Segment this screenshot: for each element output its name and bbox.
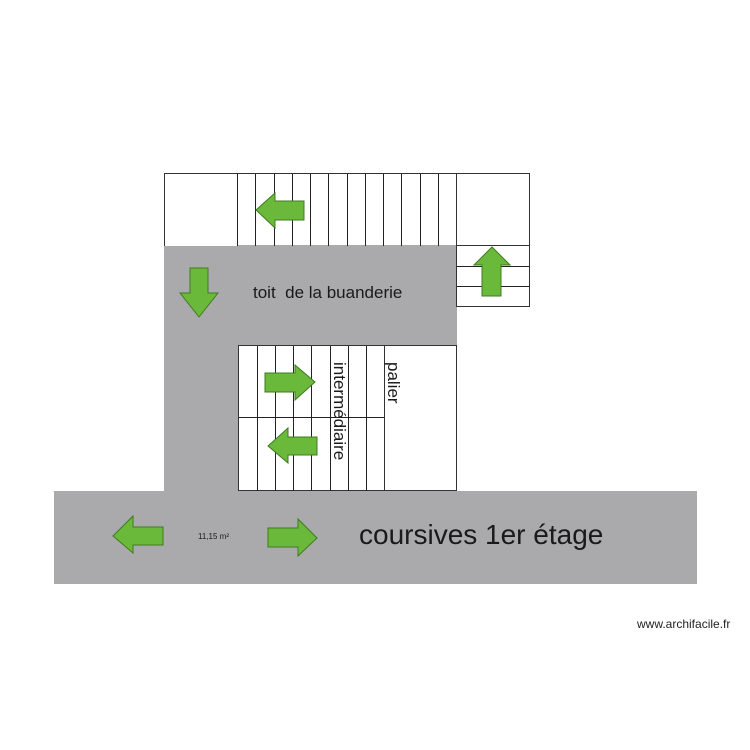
area-label: 11,15 m² <box>198 532 229 541</box>
corridor-label: coursives 1er étage <box>359 519 604 550</box>
watermark-link[interactable]: www.archifacile.fr <box>637 617 731 631</box>
middle-stair-run <box>238 345 385 491</box>
roof-label: toit de la buanderie <box>253 283 403 302</box>
intermediate-landing <box>384 345 457 491</box>
left-passage-area <box>164 345 238 492</box>
